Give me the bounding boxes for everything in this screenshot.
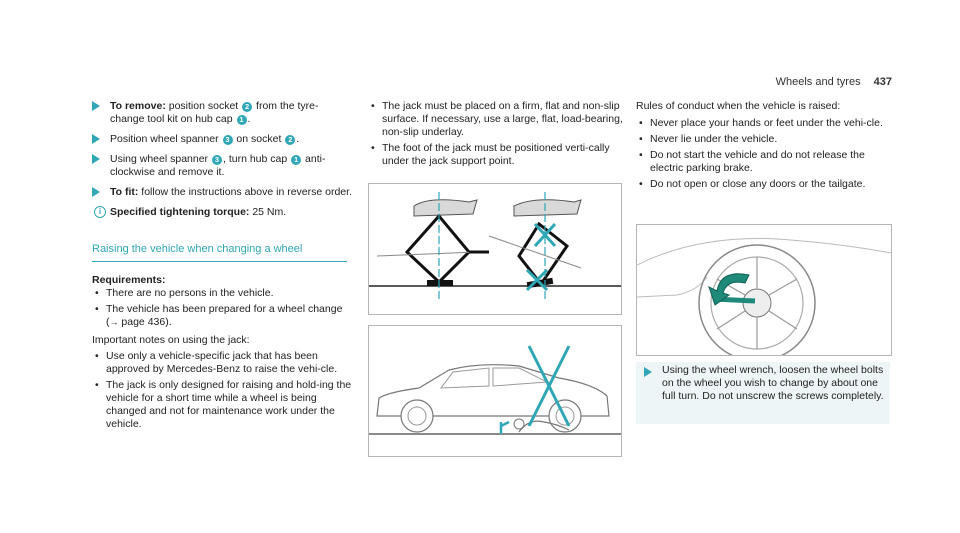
note-value: 25 Nm. bbox=[249, 206, 287, 218]
number-circle-icon: 1 bbox=[291, 155, 302, 165]
page-number: 437 bbox=[873, 76, 892, 88]
step-text: position socket bbox=[165, 100, 242, 112]
car-diagram bbox=[369, 345, 621, 435]
torque-note: i Specified tightening torque: 25 Nm. bbox=[92, 206, 352, 219]
list-item: The jack is only designed for raising an… bbox=[92, 379, 352, 431]
number-circle-icon: 2 bbox=[285, 135, 296, 145]
list-item: Never lie under the vehicle. bbox=[636, 133, 896, 146]
step-position-spanner: Position wheel spanner 3 on socket 2. bbox=[92, 133, 352, 146]
number-circle-icon: 1 bbox=[236, 115, 247, 125]
list-item: There are no persons in the vehicle. bbox=[92, 287, 352, 300]
rotation-arrow-icon bbox=[708, 273, 750, 306]
car-prohibited-illustration bbox=[368, 325, 622, 457]
list-item: Never place your hands or feet under the… bbox=[636, 117, 896, 130]
step-turn-hub-cap: Using wheel spanner 3, turn hub cap 1 an… bbox=[92, 153, 352, 179]
step-text: Position wheel spanner bbox=[110, 133, 222, 145]
step-arrow-icon bbox=[92, 134, 100, 144]
note-label: Specified tightening torque: bbox=[110, 206, 250, 218]
page-ref-arrow-icon: → bbox=[109, 317, 119, 327]
list-item: The jack must be placed on a firm, flat … bbox=[368, 100, 623, 139]
step-text: follow the instructions above in reverse… bbox=[138, 186, 352, 198]
important-notes-label: Important notes on using the jack: bbox=[92, 334, 250, 346]
requirements-label: Requirements: bbox=[92, 274, 166, 286]
step-label: To remove: bbox=[110, 100, 166, 112]
step-label: To fit: bbox=[110, 186, 139, 198]
step-text: from the tyre-change tool kit on hub cap bbox=[110, 100, 319, 125]
list-item: The foot of the jack must be positioned … bbox=[368, 142, 623, 168]
jack-diagram bbox=[369, 192, 621, 302]
list-item: The vehicle has been prepared for a whee… bbox=[92, 303, 352, 329]
step-text: . bbox=[296, 133, 300, 145]
number-circle-icon: 3 bbox=[211, 155, 222, 165]
step-text: on socket bbox=[233, 133, 285, 145]
step-fit: To fit: follow the instructions above in… bbox=[92, 186, 352, 199]
column-left: To remove: position socket 2 from the ty… bbox=[92, 100, 352, 434]
wheel-wrench-illustration bbox=[636, 224, 892, 362]
step-text: anti-clockwise and remove it. bbox=[110, 153, 326, 178]
jack-illustration bbox=[368, 183, 622, 315]
prohibited-cross-icon bbox=[527, 345, 571, 427]
number-circle-icon: 3 bbox=[222, 135, 233, 145]
list-item: Use only a vehicle-specific jack that ha… bbox=[92, 350, 352, 376]
step-arrow-icon bbox=[92, 101, 100, 111]
step-text: . bbox=[247, 113, 251, 125]
rules-title: Rules of conduct when the vehicle is rai… bbox=[636, 100, 841, 112]
step-loosen-bolts: Using the wheel wrench, loosen the wheel… bbox=[636, 362, 890, 424]
column-middle: The jack must be placed on a firm, flat … bbox=[368, 100, 623, 171]
column-right: Rules of conduct when the vehicle is rai… bbox=[636, 100, 896, 194]
step-text: Using wheel spanner bbox=[110, 153, 211, 165]
number-circle-icon: 2 bbox=[242, 102, 253, 112]
list-item: Do not open or close any doors or the ta… bbox=[636, 178, 896, 191]
list-item: Do not start the vehicle and do not rele… bbox=[636, 149, 896, 175]
step-arrow-icon bbox=[644, 367, 652, 377]
step-arrow-icon bbox=[92, 187, 100, 197]
step-text: Using the wheel wrench, loosen the wheel… bbox=[662, 364, 884, 402]
step-remove: To remove: position socket 2 from the ty… bbox=[92, 100, 352, 126]
step-arrow-icon bbox=[92, 154, 100, 164]
prohibited-cross-icon bbox=[525, 222, 557, 292]
wheel-diagram bbox=[636, 238, 892, 362]
step-text: , turn hub cap bbox=[222, 153, 291, 165]
header-section: Wheels and tyres bbox=[775, 76, 861, 88]
section-title: Raising the vehicle when changing a whee… bbox=[92, 243, 347, 262]
page-header: Wheels and tyres 437 bbox=[776, 76, 892, 88]
info-icon: i bbox=[94, 206, 106, 218]
